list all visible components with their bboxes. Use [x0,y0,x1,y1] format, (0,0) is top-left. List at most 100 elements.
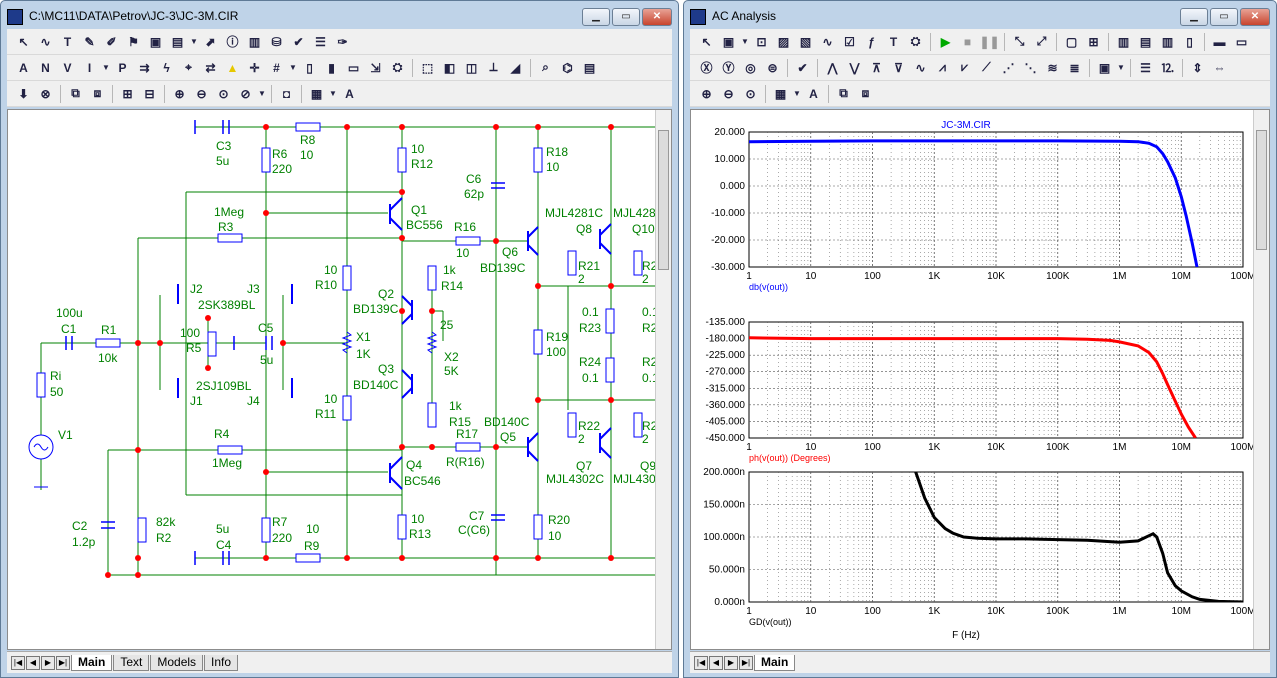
scale-icon[interactable]: ⇲ [370,60,381,75]
font-icon[interactable]: A [345,86,354,101]
grid-icon[interactable]: ⊞ [1088,34,1099,49]
report-icon[interactable]: ▤ [583,60,596,75]
chevron-down-icon[interactable]: ▼ [741,37,749,46]
mirror-icon[interactable]: ◫ [465,60,478,75]
new-page-icon[interactable]: ⊞ [122,86,133,101]
mode-icon[interactable]: ⬈ [205,34,216,49]
first-page-button[interactable]: |◀ [11,655,25,670]
copy-icon[interactable]: ⧉ [839,86,848,100]
layout-icon[interactable]: ▦ [310,86,323,101]
global-low-icon[interactable]: ⩗ [961,60,968,74]
zoom-window-icon[interactable]: ⊜ [767,60,778,75]
schematic-drawing[interactable]: C3 5u R8 10 R6 220 10 R12 C6 62p R18 10 … [8,110,671,650]
graph-check-icon[interactable]: ☑ [844,34,855,49]
toolbox-icon[interactable]: ⛭ [910,34,921,48]
models-icon[interactable]: ⛁ [271,34,282,49]
zoom-in-icon[interactable]: ⊕ [174,86,185,101]
probe-icon[interactable]: ⊘ [240,86,251,101]
find-icon[interactable]: ⌕ [542,60,549,74]
run-icon[interactable]: ▶ [940,34,951,49]
minimize-button[interactable]: ▁ [582,8,610,26]
zoom-out-icon[interactable]: ⊖ [723,86,734,101]
list-icon[interactable]: ☰ [315,34,326,49]
graph-edit-icon[interactable]: ▧ [799,34,812,49]
crosshair-icon[interactable]: ✛ [249,60,260,75]
rubberband-icon[interactable]: ⇄ [205,60,216,75]
tab-main[interactable]: Main [71,654,113,671]
global-high-icon[interactable]: ⩘ [939,60,946,74]
power-icon[interactable]: P [118,60,127,75]
ac-analysis-plots[interactable]: JC-3M.CIR 20.00010.0000.000-10.000-20.00… [691,110,1255,650]
next-page-button[interactable]: ▶ [724,655,738,670]
zoom-out-icon[interactable]: ⊖ [196,86,207,101]
cursor-icon[interactable]: ⤡ [1014,34,1025,48]
edit-icon[interactable]: ✑ [337,34,348,49]
copy-icon[interactable]: ⧉ [71,86,80,100]
warning-icon[interactable]: ▲ [226,60,239,75]
zoom-auto-icon[interactable]: ◎ [745,60,756,75]
page-lines-icon[interactable]: ▤ [1139,34,1152,49]
page-icon[interactable]: ▯ [306,60,313,75]
zoom-x-icon[interactable]: Ⓧ [700,61,713,75]
chevron-down-icon[interactable]: ▼ [329,89,337,98]
tab-text[interactable]: Text [113,654,150,671]
delete-page-icon[interactable]: ⊟ [144,86,155,101]
split-icon[interactable]: ▭ [1235,34,1248,49]
last-page-button[interactable]: ▶| [56,655,70,670]
node-voltages-icon[interactable]: V [63,60,72,75]
help-icon[interactable]: ▥ [248,34,261,49]
zoom-fit-icon[interactable]: ⊙ [745,86,756,101]
flag-icon[interactable]: ⚑ [128,34,139,49]
minimize-button[interactable]: ▁ [1180,8,1208,26]
tracker-icon[interactable]: ⤢ [1036,34,1047,48]
down-arrow-icon[interactable]: ⬇ [18,86,29,101]
waveform-icon[interactable]: ≋ [1047,60,1058,75]
page-border-icon[interactable]: ▮ [328,60,335,75]
chevron-down-icon[interactable]: ▼ [258,89,266,98]
tags-icon[interactable]: ≣ [1069,60,1080,75]
font-icon[interactable]: A [809,86,818,101]
pause-icon[interactable]: ❚❚ [979,34,1000,49]
chevron-down-icon[interactable]: ▼ [289,63,297,72]
maximize-button[interactable]: ▭ [1210,8,1238,26]
picture-icon[interactable]: ▤ [171,34,184,49]
schematic-vertical-scrollbar[interactable] [655,110,671,649]
zoom-y-icon[interactable]: Ⓨ [722,61,735,75]
slope-icon[interactable]: ⟋ [982,60,991,74]
tab-info[interactable]: Info [204,654,239,671]
high-icon[interactable]: ⊼ [872,60,881,75]
page-columns-icon[interactable]: ▥ [1161,34,1174,49]
lightning-icon[interactable]: ϟ [163,60,170,75]
tab-models[interactable]: Models [150,654,204,671]
toolbox-icon[interactable]: ⛭ [392,60,403,74]
minus-icon[interactable]: ▬ [1213,34,1226,49]
chevron-down-icon[interactable]: ▼ [793,89,801,98]
first-page-button[interactable]: |◀ [694,655,708,670]
component-icon[interactable]: ▣ [722,34,735,49]
chevron-down-icon[interactable]: ▼ [1117,63,1125,72]
select-mode-icon[interactable]: ↖ [701,34,712,49]
peak-icon[interactable]: ⋀ [827,60,838,75]
maximize-button[interactable]: ▭ [612,8,640,26]
cancel-icon[interactable]: ⊗ [40,86,51,101]
wire-mode-icon[interactable]: ∿ [40,34,51,49]
pen-icon[interactable]: ✎ [84,34,95,49]
camera-icon[interactable]: ◘ [282,86,291,101]
line-icon[interactable]: ⋰ [1002,60,1015,75]
mirror-x-icon[interactable]: ⟂ [489,60,498,74]
text-mode-icon[interactable]: T [889,34,898,49]
inflection-icon[interactable]: ∿ [915,60,926,75]
low-icon[interactable]: ⊽ [894,60,903,75]
frame-icon[interactable]: ▢ [1065,34,1078,49]
chevron-down-icon[interactable]: ▼ [190,37,198,46]
properties-icon[interactable]: ✔ [797,60,808,75]
properties-icon[interactable]: ✔ [293,34,304,49]
text-mode-icon[interactable]: T [63,34,72,49]
binoculars-icon[interactable]: ⌬ [562,60,573,75]
chevron-down-icon[interactable]: ▼ [102,63,110,72]
valley-icon[interactable]: ⋁ [849,60,860,75]
next-page-button[interactable]: ▶ [41,655,55,670]
graph-wave-icon[interactable]: ∿ [822,34,833,49]
page-title-icon[interactable]: ▭ [347,60,360,75]
